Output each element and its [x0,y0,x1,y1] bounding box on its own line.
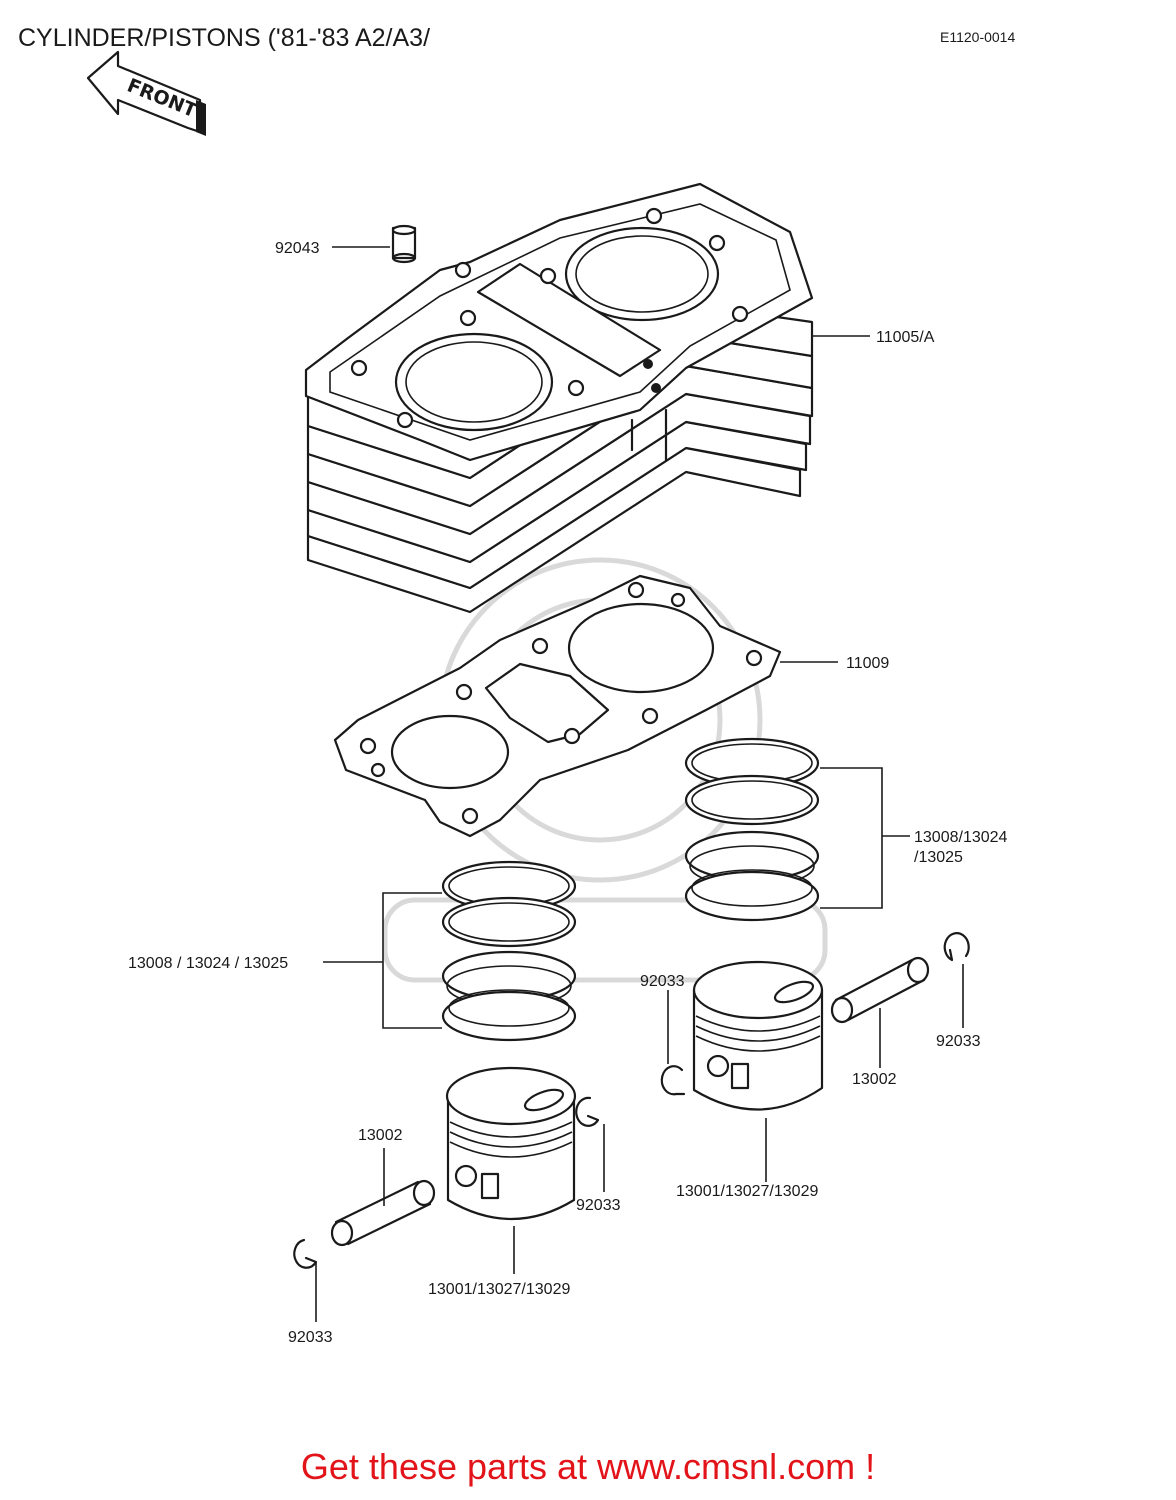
snap-ring-left-upper-drawing [575,1096,600,1127]
label-piston-pin-left: 13002 [358,1127,403,1144]
label-ring-set-left: 13008 / 13024 / 13025 [128,955,288,972]
label-piston-left: 13001/13027/13029 [428,1281,570,1298]
label-snap-ring-center: 92033 [640,973,685,990]
front-arrow-label: FRONT [124,74,200,122]
label-ring-set-right-line2: /13025 [914,849,963,866]
piston-rings-right-drawing [684,737,820,922]
piston-left-drawing [445,1066,577,1221]
label-snap-ring-right: 92033 [936,1033,981,1050]
label-dowel-pin: 92043 [275,240,320,257]
cylinder-block-drawing [304,182,814,614]
snap-ring-center-drawing [660,1065,686,1096]
dowel-pin-drawing [391,224,417,264]
piston-right-drawing [692,960,824,1111]
piston-pin-right-drawing [830,956,930,1024]
get-parts-link[interactable]: Get these parts at www.cmsnl.com ! [300,1446,876,1487]
label-cylinder-gasket: 11009 [846,655,889,672]
piston-pin-left-drawing [330,1179,436,1247]
snap-ring-right-drawing [943,932,970,962]
label-ring-set-right: 13008/13024 [914,829,1008,846]
label-snap-ring-left-lower: 92033 [288,1329,333,1346]
front-arrow-icon: FRONT [86,50,206,136]
piston-rings-left-drawing [441,860,577,1042]
label-piston-right: 13001/13027/13029 [676,1183,818,1200]
label-snap-ring-left-upper: 92033 [576,1197,621,1214]
label-cylinder: 11005/A [876,329,935,346]
snap-ring-left-lower-drawing [293,1238,318,1269]
label-piston-pin-right: 13002 [852,1071,897,1088]
cylinder-gasket-drawing [333,574,782,838]
page-title: CYLINDER/PISTONS ('81-'83 A2/A3/ [18,24,430,52]
diagram-code: E1120-0014 [940,29,1015,45]
